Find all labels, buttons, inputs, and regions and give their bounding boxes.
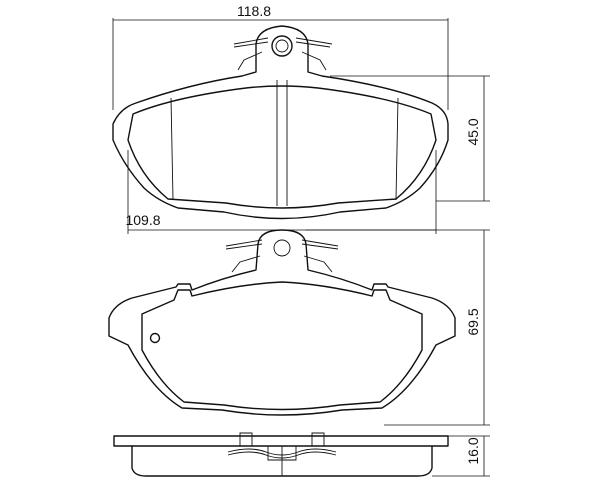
- bottom-backing-plate-outline: [108, 229, 456, 416]
- wear-indicator-hole: [149, 332, 161, 344]
- side-clip: [227, 432, 337, 461]
- dim-top-width-label: 118.8: [237, 3, 271, 19]
- left-groove-line: [170, 97, 174, 201]
- dim-thickness-label: 16.0: [465, 437, 481, 464]
- dim-top-width: 118.8: [112, 3, 449, 110]
- pad-top-view: [112, 25, 449, 220]
- pad-side-view: [113, 432, 449, 477]
- dim-height-large-label: 69.5: [465, 308, 481, 335]
- bottom-spring-clip-right: [301, 239, 339, 273]
- bottom-mounting-hole: [273, 239, 291, 257]
- spring-clip-left: [233, 37, 269, 71]
- spring-clip-right: [295, 37, 333, 71]
- top-friction-pad-outline: [127, 85, 437, 209]
- bottom-friction-pad-outline: [141, 281, 423, 411]
- mounting-hole-inner: [275, 39, 289, 53]
- right-groove-line: [395, 97, 399, 201]
- dim-inner-width-label: 109.8: [125, 212, 160, 228]
- top-backing-plate-outline: [112, 25, 449, 220]
- dim-height-small: 45.0: [330, 75, 490, 202]
- dim-height-large: 69.5: [306, 229, 490, 426]
- pad-bottom-view: [108, 229, 456, 416]
- bottom-spring-clip-left: [225, 239, 263, 273]
- dim-thickness: 16.0: [432, 435, 490, 477]
- side-backing-plate: [113, 435, 449, 447]
- dim-height-small-label: 45.0: [465, 118, 481, 145]
- mounting-hole: [271, 35, 293, 57]
